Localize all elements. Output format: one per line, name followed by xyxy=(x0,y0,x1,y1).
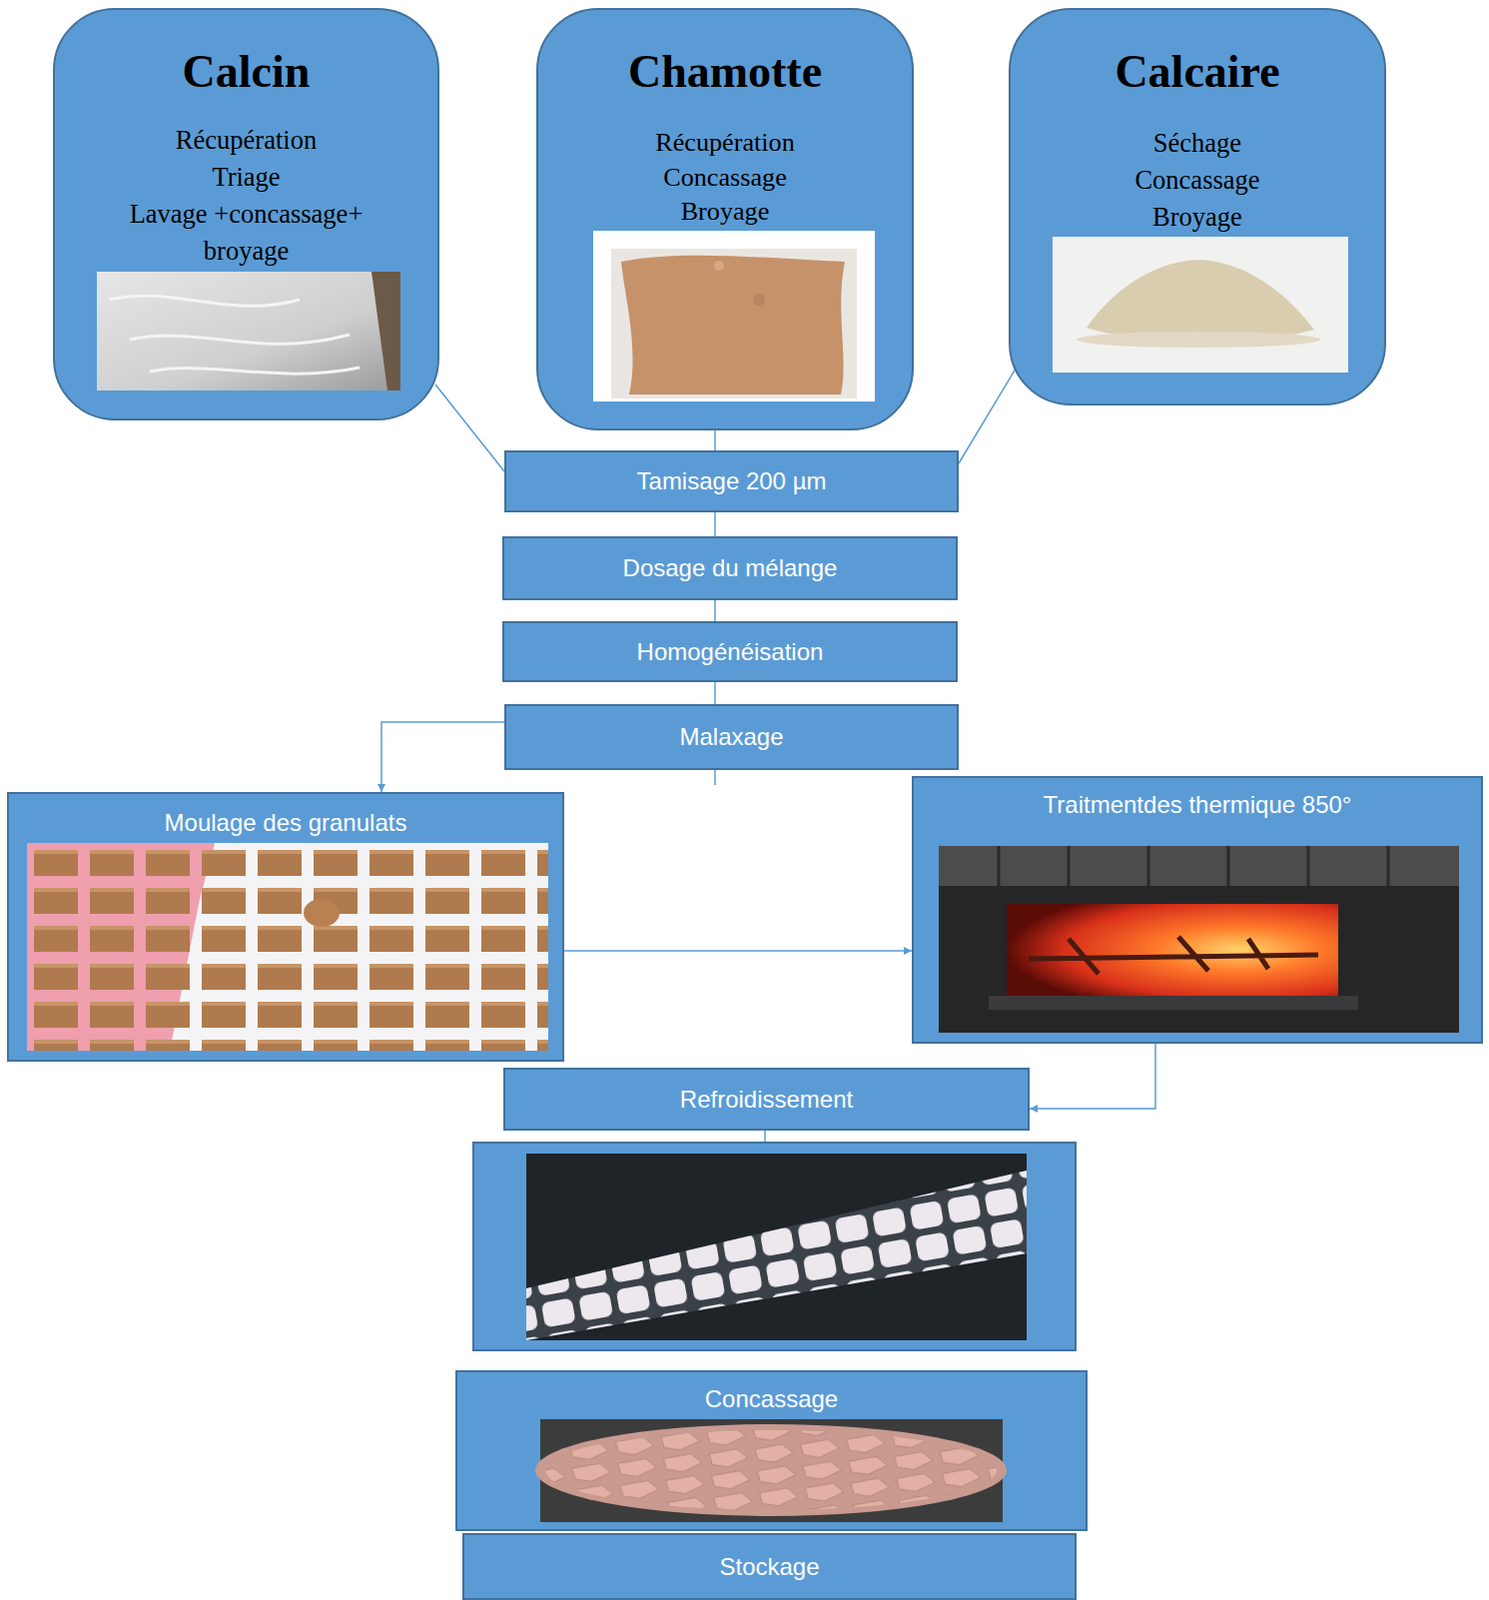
process-label: Concassage xyxy=(705,1385,838,1414)
furnace-panel xyxy=(998,845,1389,886)
process-box: Homogénéisation xyxy=(502,621,958,683)
cooling-ground xyxy=(526,1153,1027,1341)
process-label: Homogénéisation xyxy=(637,638,824,667)
tray-edge xyxy=(371,271,401,391)
chamotte-powder xyxy=(621,255,845,395)
calcin-photo xyxy=(96,271,401,391)
box-steps: Récupération Concassage Broyage xyxy=(655,125,795,230)
step-line: Triage xyxy=(129,158,364,196)
process-box: Dosage du mélange xyxy=(502,536,958,601)
photo-ground xyxy=(1052,236,1349,373)
material-box: ChamotteRécupération Concassage Broyage xyxy=(536,7,914,431)
box-steps: Séchage Concassage Broyage xyxy=(1134,124,1260,236)
process-box: Tamisage 200 µm xyxy=(504,450,959,513)
furnace-sill xyxy=(988,995,1359,1010)
furnace-top xyxy=(938,845,1460,886)
furnace-body xyxy=(938,845,1460,1033)
cooling-photo xyxy=(526,1153,1027,1341)
flow-connector xyxy=(381,722,505,792)
powder-spread xyxy=(1076,331,1321,348)
process-box: Stockage xyxy=(462,1532,1077,1600)
step-line: Concassage xyxy=(655,160,795,196)
powder xyxy=(96,271,401,391)
flow-connector xyxy=(714,600,717,622)
flow-connector xyxy=(714,430,717,451)
stub-line xyxy=(714,769,717,785)
lump xyxy=(714,260,725,271)
calcaire-photo xyxy=(1052,236,1349,373)
table-surface xyxy=(26,842,549,1051)
box-title: Calcaire xyxy=(1114,45,1280,98)
process-box: Traitmentdes thermique 850° xyxy=(911,775,1484,1044)
process-box: Malaxage xyxy=(504,704,959,770)
furnace-photo xyxy=(938,845,1460,1033)
process-label: Stockage xyxy=(719,1552,819,1581)
molded-tiles xyxy=(26,842,549,1051)
process-label: Tamisage 200 µm xyxy=(637,467,827,496)
cooling-rack xyxy=(526,1170,1027,1341)
flow-connector xyxy=(1029,1043,1156,1109)
process-label: Traitmentdes thermique 850° xyxy=(1043,790,1353,819)
kiln-furniture xyxy=(1028,936,1319,974)
step-line: Broyage xyxy=(655,194,795,230)
process-box: Moulage des granulats xyxy=(6,791,565,1062)
lump xyxy=(752,293,765,306)
process-box: Concassage xyxy=(455,1370,1088,1531)
powder-ridge xyxy=(109,295,360,374)
molded-disc xyxy=(303,898,340,927)
process-box: Refroidissement xyxy=(503,1067,1030,1131)
material-box: CalcinRécupération Triage Lavage +concas… xyxy=(52,7,440,421)
chamotte-photo xyxy=(593,230,875,402)
step-line: Concassage xyxy=(1134,161,1260,199)
process-label: Dosage du mélange xyxy=(623,554,838,583)
step-line: Lavage +concassage+ xyxy=(129,195,364,233)
limestone-powder xyxy=(1086,259,1315,342)
cooled-granules xyxy=(526,1170,1027,1341)
process-label: Malaxage xyxy=(679,723,783,751)
step-line: broyage xyxy=(129,232,364,270)
flow-connector xyxy=(714,682,717,705)
tray xyxy=(535,1424,1007,1516)
step-line: Séchage xyxy=(1134,124,1260,162)
process-label: Refroidissement xyxy=(680,1085,853,1114)
photo-frame xyxy=(593,230,875,402)
flow-connector xyxy=(564,949,912,952)
crushing-photo xyxy=(535,1419,1007,1522)
pink-sheet xyxy=(26,842,215,1051)
flow-connector xyxy=(714,512,717,537)
box-steps: Récupération Triage Lavage +concassage+ … xyxy=(129,121,364,270)
photo-box xyxy=(473,1142,1076,1351)
box-title: Calcin xyxy=(182,45,311,98)
box-title: Chamotte xyxy=(628,45,822,98)
step-line: Récupération xyxy=(129,121,364,159)
furnace-opening xyxy=(1006,903,1339,996)
material-box: CalcaireSéchage Concassage Broyage xyxy=(1008,7,1387,406)
process-label: Moulage des granulats xyxy=(164,808,408,837)
flow-connector xyxy=(958,363,1019,464)
link-line xyxy=(763,1130,766,1142)
step-line: Récupération xyxy=(655,125,795,161)
bag xyxy=(611,248,857,399)
molding-photo xyxy=(26,842,549,1051)
flow-connector xyxy=(435,384,505,472)
step-line: Broyage xyxy=(1134,198,1260,236)
crushed-granules xyxy=(545,1430,997,1510)
crushing-ground xyxy=(540,1419,1003,1522)
